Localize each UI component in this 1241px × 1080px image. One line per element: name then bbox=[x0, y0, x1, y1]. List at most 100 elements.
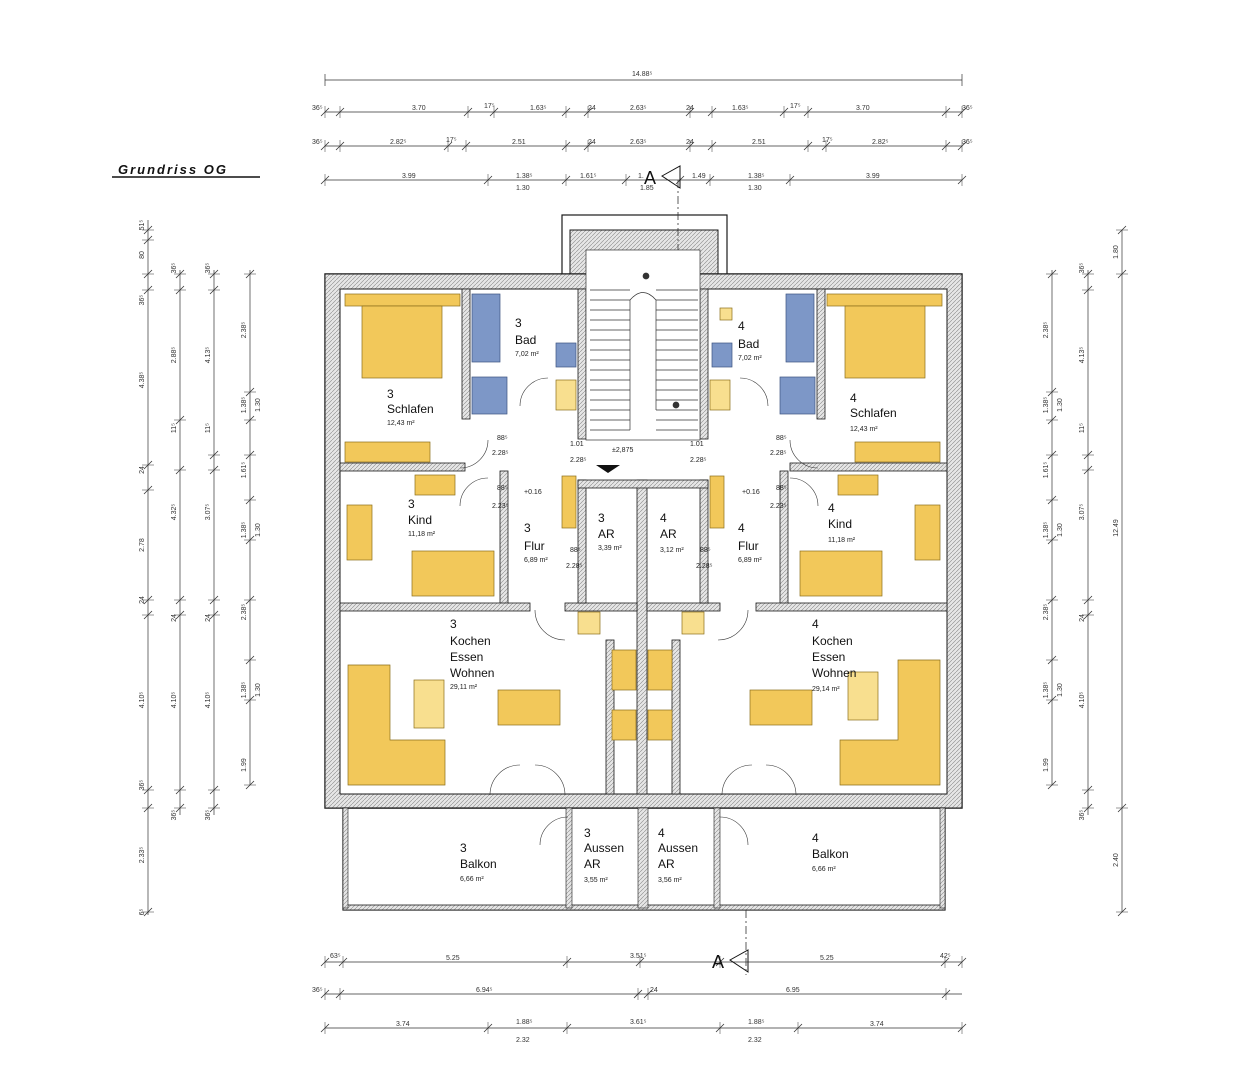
dim-r2-1: 2.82⁵ bbox=[390, 139, 407, 146]
door-dim-1: 2.28⁵ bbox=[492, 450, 509, 457]
staircase bbox=[585, 249, 701, 473]
room-3-bad-name: Bad bbox=[515, 333, 536, 347]
dimension-label: 51⁵ bbox=[139, 220, 146, 231]
dimension-label: 1.61⁵ bbox=[1043, 462, 1050, 479]
dimension-label: 1.30 bbox=[255, 398, 262, 412]
door-swings bbox=[459, 377, 819, 846]
dimension-label: 1.80 bbox=[1113, 245, 1120, 259]
dimension-label: 4.13⁵ bbox=[205, 347, 212, 364]
dim-b1-4: 42⁵ bbox=[940, 953, 951, 960]
room-3-ar-area: 3,39 m² bbox=[598, 545, 622, 552]
dim-b3-2: 3.61⁵ bbox=[630, 1019, 647, 1026]
room-3-balkon-num: 3 bbox=[460, 841, 467, 855]
dim-b1-2: 3.51⁵ bbox=[630, 953, 647, 960]
dimension-label: 4.10⁵ bbox=[1079, 692, 1086, 709]
dimension-label: 4.10⁵ bbox=[139, 692, 146, 709]
dim-top-overall: 14.88⁵ bbox=[632, 71, 653, 78]
room-3-kew-essen: Essen bbox=[450, 650, 483, 664]
door-dim-3: 2.28⁵ bbox=[570, 457, 587, 464]
dim-b2-2: 24 bbox=[650, 987, 658, 994]
room-4-bad-name: Bad bbox=[738, 337, 759, 351]
dimension-label: 2.38⁵ bbox=[241, 322, 248, 339]
room-4-kind-num: 4 bbox=[828, 501, 835, 515]
dimension-label: 4.13⁵ bbox=[1079, 347, 1086, 364]
outer-wall bbox=[324, 273, 963, 809]
dimension-label: 1.38⁵ bbox=[241, 682, 248, 699]
room-3-kind-num: 3 bbox=[408, 497, 415, 511]
dimension-label: 2.38⁵ bbox=[1043, 604, 1050, 621]
dimension-label: 36⁵ bbox=[171, 810, 178, 821]
dim-r2-9: 2.82⁵ bbox=[872, 139, 889, 146]
dimension-label: 1.30 bbox=[255, 523, 262, 537]
dimension-label: 11⁵ bbox=[171, 423, 178, 433]
door-dim-14: 88⁵ bbox=[700, 547, 711, 554]
dim-r3s-0: 1.30 bbox=[516, 185, 530, 192]
dimension-label: 36⁵ bbox=[205, 263, 212, 274]
dimension-label: 11⁵ bbox=[205, 423, 212, 433]
room-4-kind-name: Kind bbox=[828, 517, 852, 531]
dim-b3s-0: 2.32 bbox=[516, 1037, 530, 1044]
level-3: +0.16 bbox=[524, 489, 542, 496]
plan-title: Grundriss OG bbox=[118, 162, 228, 177]
dimension-label: 1.38⁵ bbox=[1043, 397, 1050, 414]
vertical-dimension-labels: 51⁵8036⁵4.38⁵242.78244.10⁵36⁵2.33⁵6⁵36⁵2… bbox=[139, 220, 1120, 916]
room-4-balkon-name: Balkon bbox=[812, 847, 849, 861]
room-4-ar-area: 3,12 m² bbox=[660, 547, 684, 554]
stair-level: ±2,875 bbox=[612, 447, 633, 454]
room-4-aussenar-ar: AR bbox=[658, 857, 675, 871]
room-4-kew-kochen: Kochen bbox=[812, 634, 853, 648]
room-3-ar-name: AR bbox=[598, 527, 615, 541]
stair-arrow-icon bbox=[596, 465, 620, 473]
dimension-label: 3.07⁵ bbox=[1079, 504, 1086, 521]
room-3-ar-num: 3 bbox=[598, 511, 605, 525]
room-3-kew-area: 29,11 m² bbox=[450, 684, 478, 691]
dimension-label: 2.88⁵ bbox=[171, 347, 178, 364]
dimension-label: 11⁵ bbox=[1079, 423, 1086, 433]
balcony bbox=[342, 807, 946, 911]
dimension-label: 1.61⁵ bbox=[241, 462, 248, 479]
dim-b3-1: 1.88⁵ bbox=[516, 1019, 533, 1026]
dim-r2-0: 36⁵ bbox=[312, 139, 323, 146]
dimension-label: 36⁵ bbox=[139, 295, 146, 306]
dimension-label: 1.30 bbox=[1057, 398, 1064, 412]
room-4-aussenar-num: 4 bbox=[658, 826, 665, 840]
dimension-label: 4.38⁵ bbox=[139, 372, 146, 389]
room-3-balkon-area: 6,66 m² bbox=[460, 876, 484, 883]
door-dim-12: 88⁵ bbox=[570, 547, 581, 554]
door-dim-13: 2.28⁵ bbox=[566, 563, 583, 570]
room-4-schlafen-name: Schlafen bbox=[850, 406, 897, 420]
dimension-label: 4.10⁵ bbox=[171, 692, 178, 709]
door-dim-5: 2.28⁵ bbox=[690, 457, 707, 464]
dimension-label: 4.32⁵ bbox=[171, 504, 178, 521]
section-marker-top: A bbox=[644, 168, 656, 188]
dim-r2-7: 2.51 bbox=[752, 139, 766, 146]
dim-r3-1: 1.38⁵ bbox=[516, 173, 533, 180]
room-4-balkon-area: 6,66 m² bbox=[812, 866, 836, 873]
sanitary bbox=[471, 293, 816, 415]
dimension-label: 1.38⁵ bbox=[1043, 522, 1050, 539]
furniture bbox=[344, 293, 943, 786]
dimension-label: 1.30 bbox=[1057, 523, 1064, 537]
right-dimensions bbox=[1051, 230, 1123, 912]
room-4-aussenar-area: 3,56 m² bbox=[658, 877, 682, 884]
door-dim-8: 88⁵ bbox=[497, 485, 508, 492]
dim-r2-8: 17⁵ bbox=[822, 137, 833, 144]
dimension-label: 24 bbox=[1079, 614, 1086, 622]
room-3-kind-area: 11,18 m² bbox=[408, 531, 436, 538]
section-arrow-top bbox=[661, 165, 681, 189]
dim-r2-5: 2.63⁵ bbox=[630, 139, 647, 146]
section-marker-bottom: A bbox=[712, 952, 724, 972]
dim-b3-4: 3.74 bbox=[870, 1021, 884, 1028]
room-3-aussenar-ar: AR bbox=[584, 857, 601, 871]
dimension-label: 12.49 bbox=[1113, 519, 1120, 537]
dimension-label: 6⁵ bbox=[139, 909, 146, 916]
dimension-label: 24 bbox=[139, 596, 146, 604]
dim-b3s-1: 2.32 bbox=[748, 1037, 762, 1044]
dimension-label: 24 bbox=[139, 466, 146, 474]
dim-b2-0: 36⁵ bbox=[312, 987, 323, 994]
door-dim-11: 2.23⁵ bbox=[770, 503, 787, 510]
interior-walls bbox=[339, 288, 948, 795]
room-3-flur-num: 3 bbox=[524, 521, 531, 535]
dimension-label: 1.38⁵ bbox=[241, 397, 248, 414]
